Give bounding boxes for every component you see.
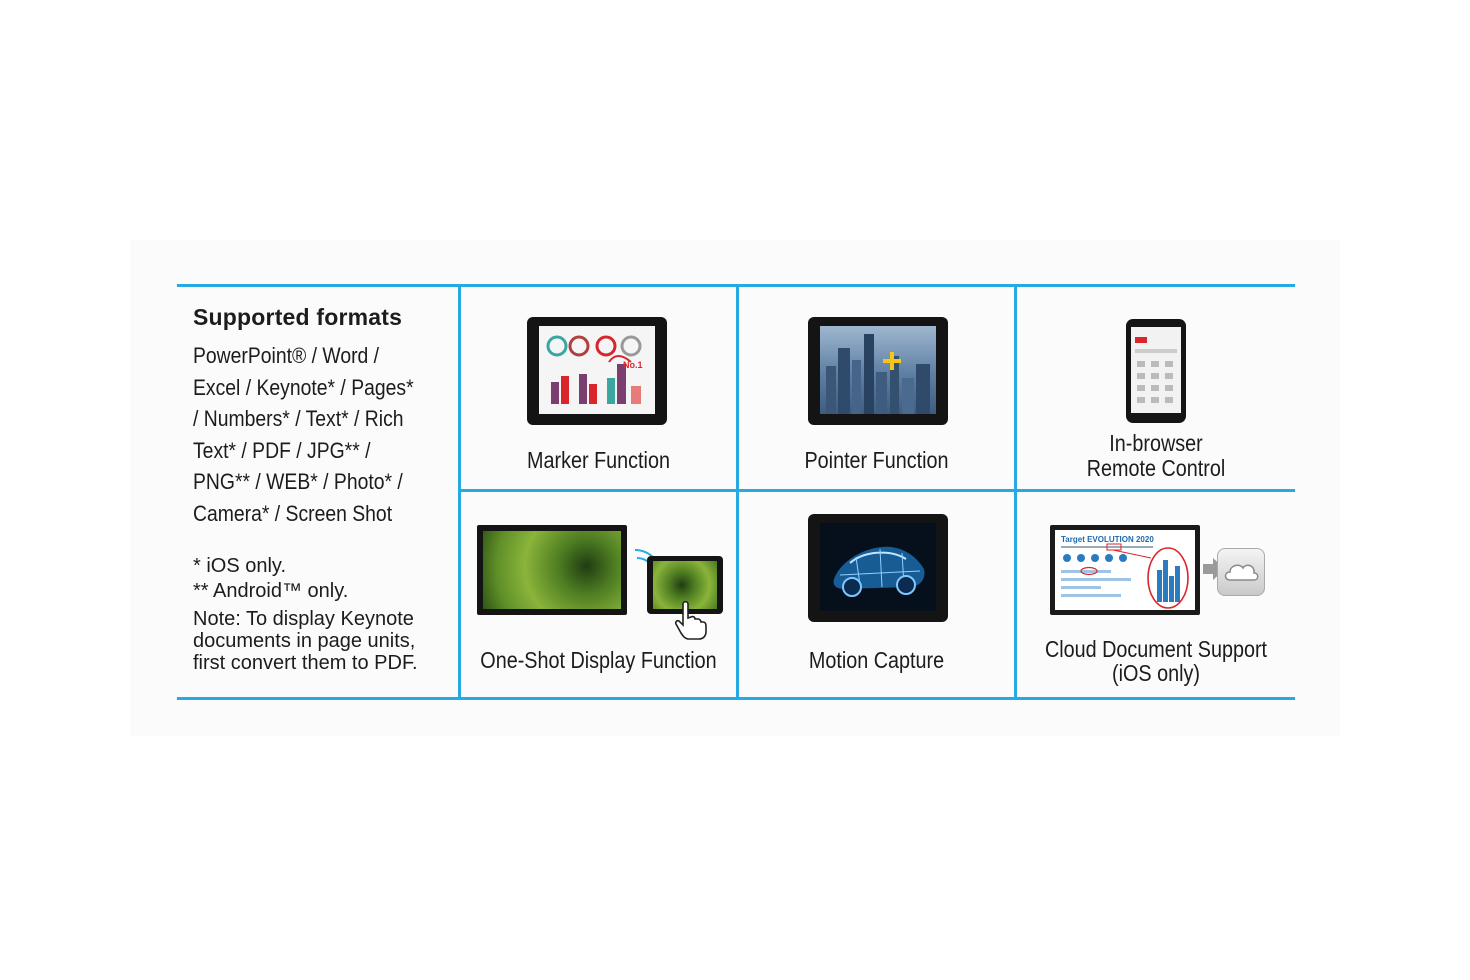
footnotes: * iOS only. ** Android™ only. xyxy=(193,554,455,604)
formats-line: PNG** / WEB* / Photo* / xyxy=(193,469,403,495)
feature-cloud: Target EVOLUTION 2020 xyxy=(1017,492,1295,697)
feature-cloud-label-line1: Cloud Document Support xyxy=(1044,636,1268,662)
keynote-note: Note: To display Keynote documents in pa… xyxy=(193,607,418,674)
tablet-icon: No.1 xyxy=(527,317,667,425)
display-icon xyxy=(477,525,627,615)
feature-marker-label: Marker Function xyxy=(527,447,670,473)
footnote-ios: * iOS only. xyxy=(193,554,286,577)
formats-list: PowerPoint® / Word / Excel / Keynote* / … xyxy=(193,340,457,530)
cloud-document-image: Target EVOLUTION 2020 xyxy=(1061,535,1189,609)
feature-oneshot: One-Shot Display Function xyxy=(461,492,736,697)
formats-line: / Numbers* / Text* / Rich xyxy=(193,406,404,432)
feature-motion: Motion Capture xyxy=(739,492,1014,697)
grid-divider-1 xyxy=(458,284,461,700)
grid-divider-2 xyxy=(736,284,739,700)
grid-middle-line xyxy=(459,489,1295,492)
feature-remote: In-browser Remote Control xyxy=(1017,287,1295,489)
formats-line: Text* / PDF / JPG** / xyxy=(193,437,371,463)
feature-marker: No.1 Marker Function xyxy=(461,287,736,489)
arrow-right-icon xyxy=(1203,558,1225,580)
tablet-icon xyxy=(647,556,723,614)
city-skyline-image xyxy=(826,334,930,414)
feature-remote-label-line2: Remote Control xyxy=(1086,455,1226,481)
hand-cursor-icon xyxy=(674,600,707,640)
formats-line: PowerPoint® / Word / xyxy=(193,343,380,368)
feature-oneshot-label: One-Shot Display Function xyxy=(480,647,717,673)
feature-pointer-label: Pointer Function xyxy=(804,447,949,473)
wireframe-car-image xyxy=(833,546,925,597)
footnote-android: ** Android™ only. xyxy=(193,579,349,602)
supported-formats-heading: Supported formats xyxy=(193,304,403,330)
cloud-doc-title: Target EVOLUTION 2020 xyxy=(1061,535,1154,544)
marker-badge: No.1 xyxy=(623,360,643,370)
tablet-icon xyxy=(808,514,948,622)
remote-ui-image xyxy=(1135,337,1177,403)
feature-cloud-label-line2: (iOS only) xyxy=(1112,660,1200,686)
feature-pointer: Pointer Function xyxy=(739,287,1014,489)
supported-formats: Supported formats PowerPoint® / Word / E… xyxy=(193,300,455,674)
cloud-icon xyxy=(1217,548,1265,596)
tablet-icon xyxy=(808,317,948,425)
feature-motion-label: Motion Capture xyxy=(808,647,945,673)
display-icon: Target EVOLUTION 2020 xyxy=(1050,525,1200,615)
formats-line: Camera* / Screen Shot xyxy=(193,500,393,526)
formats-line: Excel / Keynote* / Pages* xyxy=(193,374,414,400)
marker-chart-image: No.1 xyxy=(546,335,643,404)
feature-remote-label-line1: In-browser xyxy=(1109,430,1203,456)
smartphone-icon xyxy=(1126,319,1186,423)
grid-divider-3 xyxy=(1014,284,1017,700)
